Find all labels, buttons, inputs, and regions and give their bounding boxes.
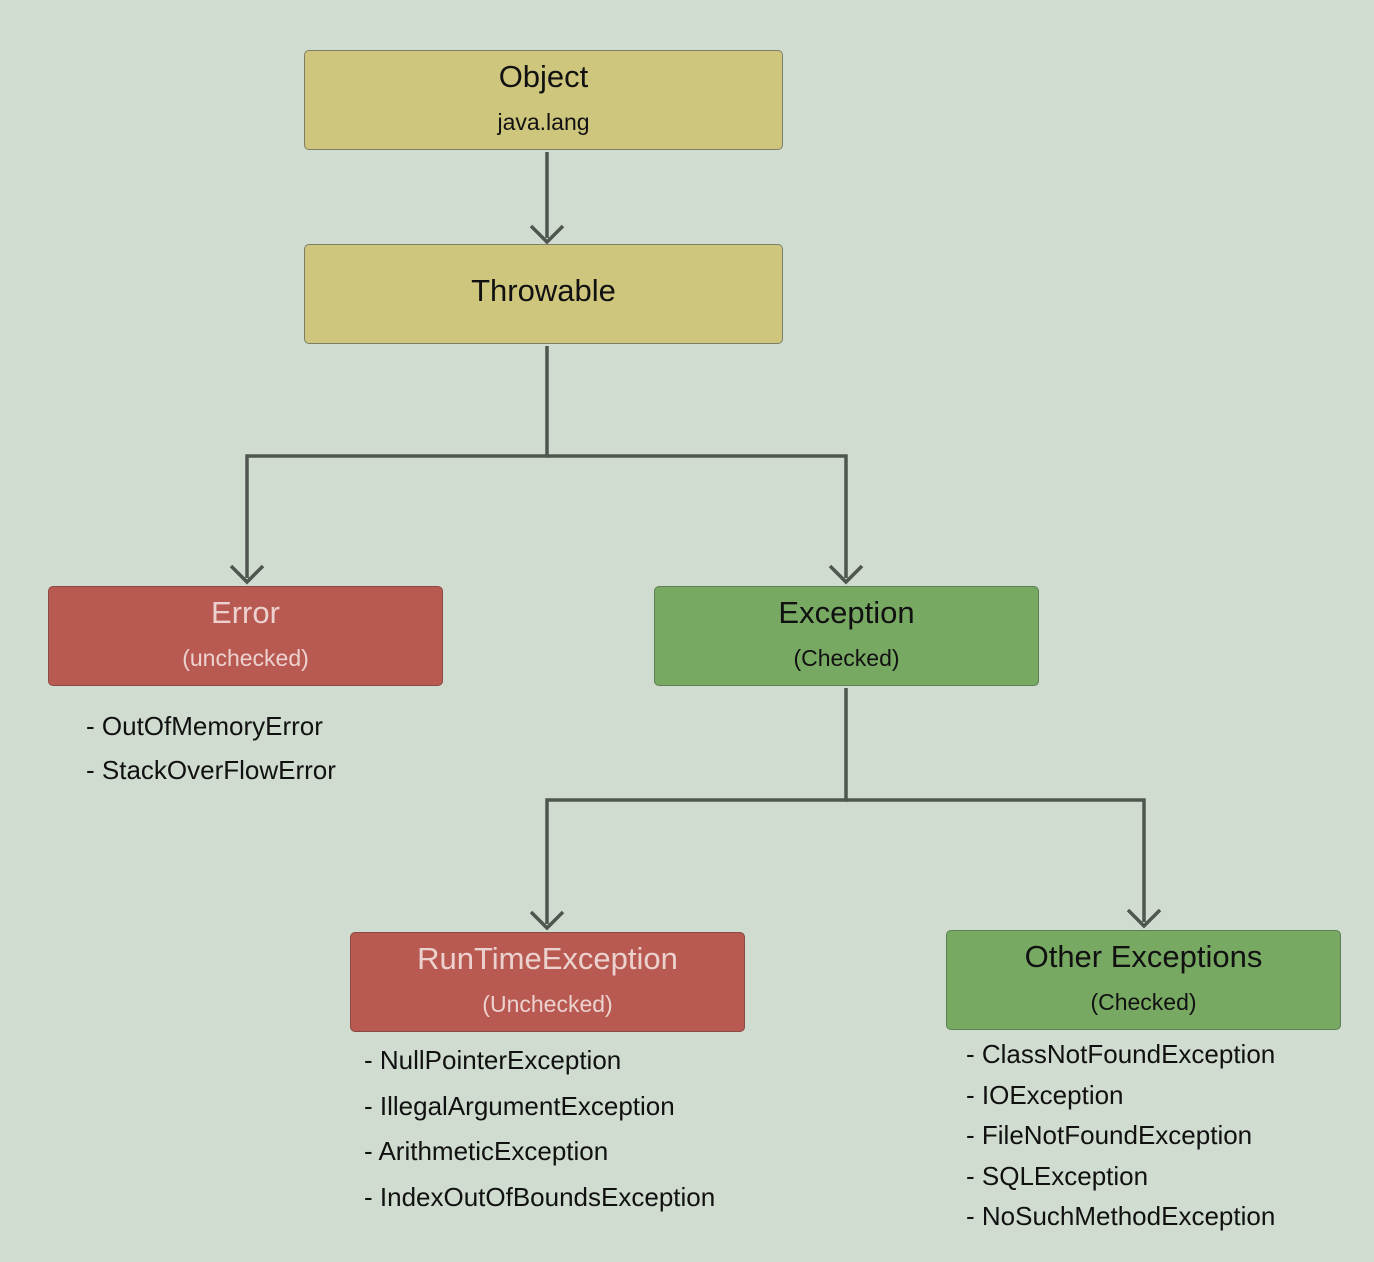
exception-title: Exception [778,595,915,630]
list-item: - StackOverFlowError [86,755,336,785]
list-item: - IOException [966,1079,1124,1110]
edge-exception-other [846,798,1146,922]
runtime-exception-examples-list: - NullPointerException - IllegalArgument… [364,1038,715,1220]
other-exceptions-examples-list: - ClassNotFoundException - IOException -… [966,1034,1275,1237]
other-exceptions-subtitle: (Checked) [1090,989,1197,1015]
exception-subtitle: (Checked) [793,645,900,671]
other-exceptions-node: Other Exceptions (Checked) [946,930,1341,1030]
list-item: - IllegalArgumentException [364,1090,675,1121]
error-subtitle: (unchecked) [182,645,309,671]
list-item: - OutOfMemoryError [86,711,323,741]
list-item: - NullPointerException [364,1045,622,1075]
list-item: - ArithmeticException [364,1136,609,1166]
exception-node: Exception (Checked) [654,586,1039,686]
arrowhead-runtime [529,910,565,931]
edge-throwable-error [245,346,549,578]
list-item: - NoSuchMethodException [966,1201,1276,1231]
arrowhead-other [1126,908,1162,929]
arrowhead-throwable [529,224,565,245]
list-item: - IndexOutOfBoundsException [364,1181,716,1212]
error-node: Error (unchecked) [48,586,443,686]
throwable-title: Throwable [471,273,616,308]
error-examples-list: - OutOfMemoryError - StackOverFlowError [86,704,336,792]
arrowhead-error [229,564,265,585]
other-exceptions-title: Other Exceptions [1024,939,1263,974]
runtime-exception-title: RunTimeException [417,941,678,976]
error-title: Error [211,595,280,630]
list-item: - FileNotFoundException [966,1120,1253,1150]
runtime-exception-subtitle: (Unchecked) [482,991,613,1017]
edge-exception-runtime [545,688,848,924]
throwable-node: Throwable [304,244,783,344]
list-item: - ClassNotFoundException [966,1039,1276,1069]
object-subtitle: java.lang [497,109,590,135]
edge-throwable-exception [547,454,848,578]
runtime-exception-node: RunTimeException (Unchecked) [350,932,745,1032]
arrowhead-exception [828,564,864,585]
list-item: - SQLException [966,1160,1149,1191]
object-title: Object [498,59,589,94]
object-node: Object java.lang [304,50,783,150]
